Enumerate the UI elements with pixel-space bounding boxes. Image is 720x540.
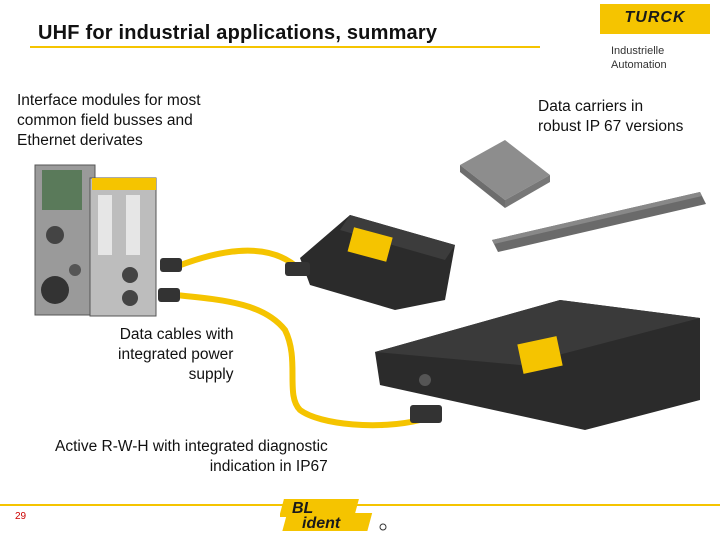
caption-line: Data cables with [119,326,234,343]
bl-ident-logo: BL ident [280,499,387,532]
active-rwh-caption: Active R-W-H with integrated diagnostic … [55,437,328,477]
caption-line: integrated power [118,346,234,363]
cable-lower [174,292,421,429]
company-tagline-1: Industrielle [611,45,665,57]
caption-line: supply [188,366,234,383]
page-number: 29 [15,511,27,522]
page-title: UHF for industrial applications, summary [38,22,438,44]
svg-text:ident: ident [302,515,341,532]
large-reader-image [375,300,700,430]
data-carrier-rod-image [492,192,706,252]
data-cables-caption: Data cables with integrated power supply [118,325,233,385]
data-carrier-tag-image [460,140,550,208]
caption-line: robust IP 67 versions [538,118,684,135]
caption-line: common field busses and [17,112,193,129]
small-reader-image [285,215,455,310]
interface-modules-caption: Interface modules for most common field … [17,91,201,151]
footer-divider [0,504,720,506]
turck-logo: TURCK [600,4,710,34]
caption-line: Active R-W-H with integrated diagnostic [55,438,328,455]
caption-line: Interface modules for most [17,92,201,109]
caption-line: Data carriers in [538,98,644,115]
connector-2 [158,288,180,302]
caption-line: Ethernet derivates [17,132,143,149]
title-bar: UHF for industrial applications, summary [30,20,540,48]
company-tagline-2: Automation [611,59,667,71]
interface-module-image [34,164,182,317]
cable-upper [176,247,303,273]
caption-line: indication in IP67 [209,458,328,475]
svg-text:BL: BL [292,500,313,517]
turck-logo-text: TURCK [624,9,686,26]
connector-1 [160,258,182,272]
data-carriers-caption: Data carriers in robust IP 67 versions [538,97,683,137]
